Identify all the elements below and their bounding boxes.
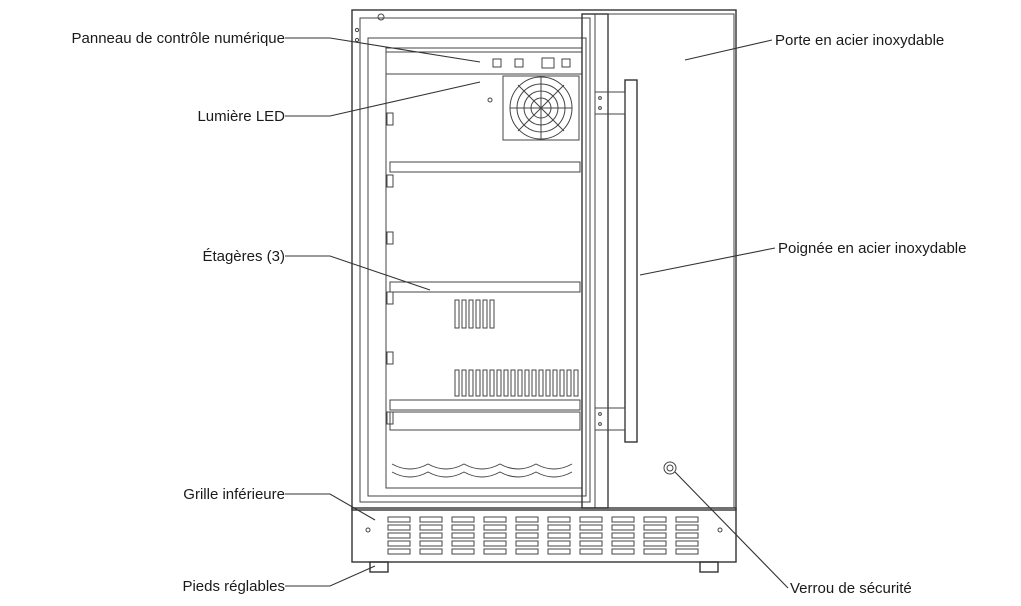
control-panel bbox=[385, 51, 583, 75]
label-shelves: Étagères (3) bbox=[202, 248, 285, 265]
stainless-handle bbox=[594, 79, 638, 443]
label-stainless-handle: Poignée en acier inoxydable bbox=[778, 240, 966, 257]
label-bottom-grille: Grille inférieure bbox=[183, 486, 285, 503]
label-security-lock: Verrou de sécurité bbox=[790, 580, 912, 597]
fan-icon bbox=[487, 75, 580, 141]
bottom-wine-rack bbox=[389, 411, 581, 478]
adjustable-feet bbox=[369, 561, 719, 573]
label-adjustable-feet: Pieds réglables bbox=[182, 578, 285, 595]
lock-icon bbox=[663, 461, 677, 475]
label-stainless-door: Porte en acier inoxydable bbox=[775, 32, 944, 49]
label-control-panel: Panneau de contrôle numérique bbox=[72, 30, 286, 47]
label-led-light: Lumière LED bbox=[197, 108, 285, 125]
inner-cavity bbox=[367, 37, 587, 497]
vent-slots-upper bbox=[454, 299, 495, 329]
leader-lines bbox=[285, 37, 789, 589]
vent-slots-lower bbox=[454, 369, 579, 397]
shelves bbox=[386, 112, 581, 425]
bottom-grille bbox=[351, 507, 737, 563]
cabinet-body bbox=[351, 9, 737, 511]
